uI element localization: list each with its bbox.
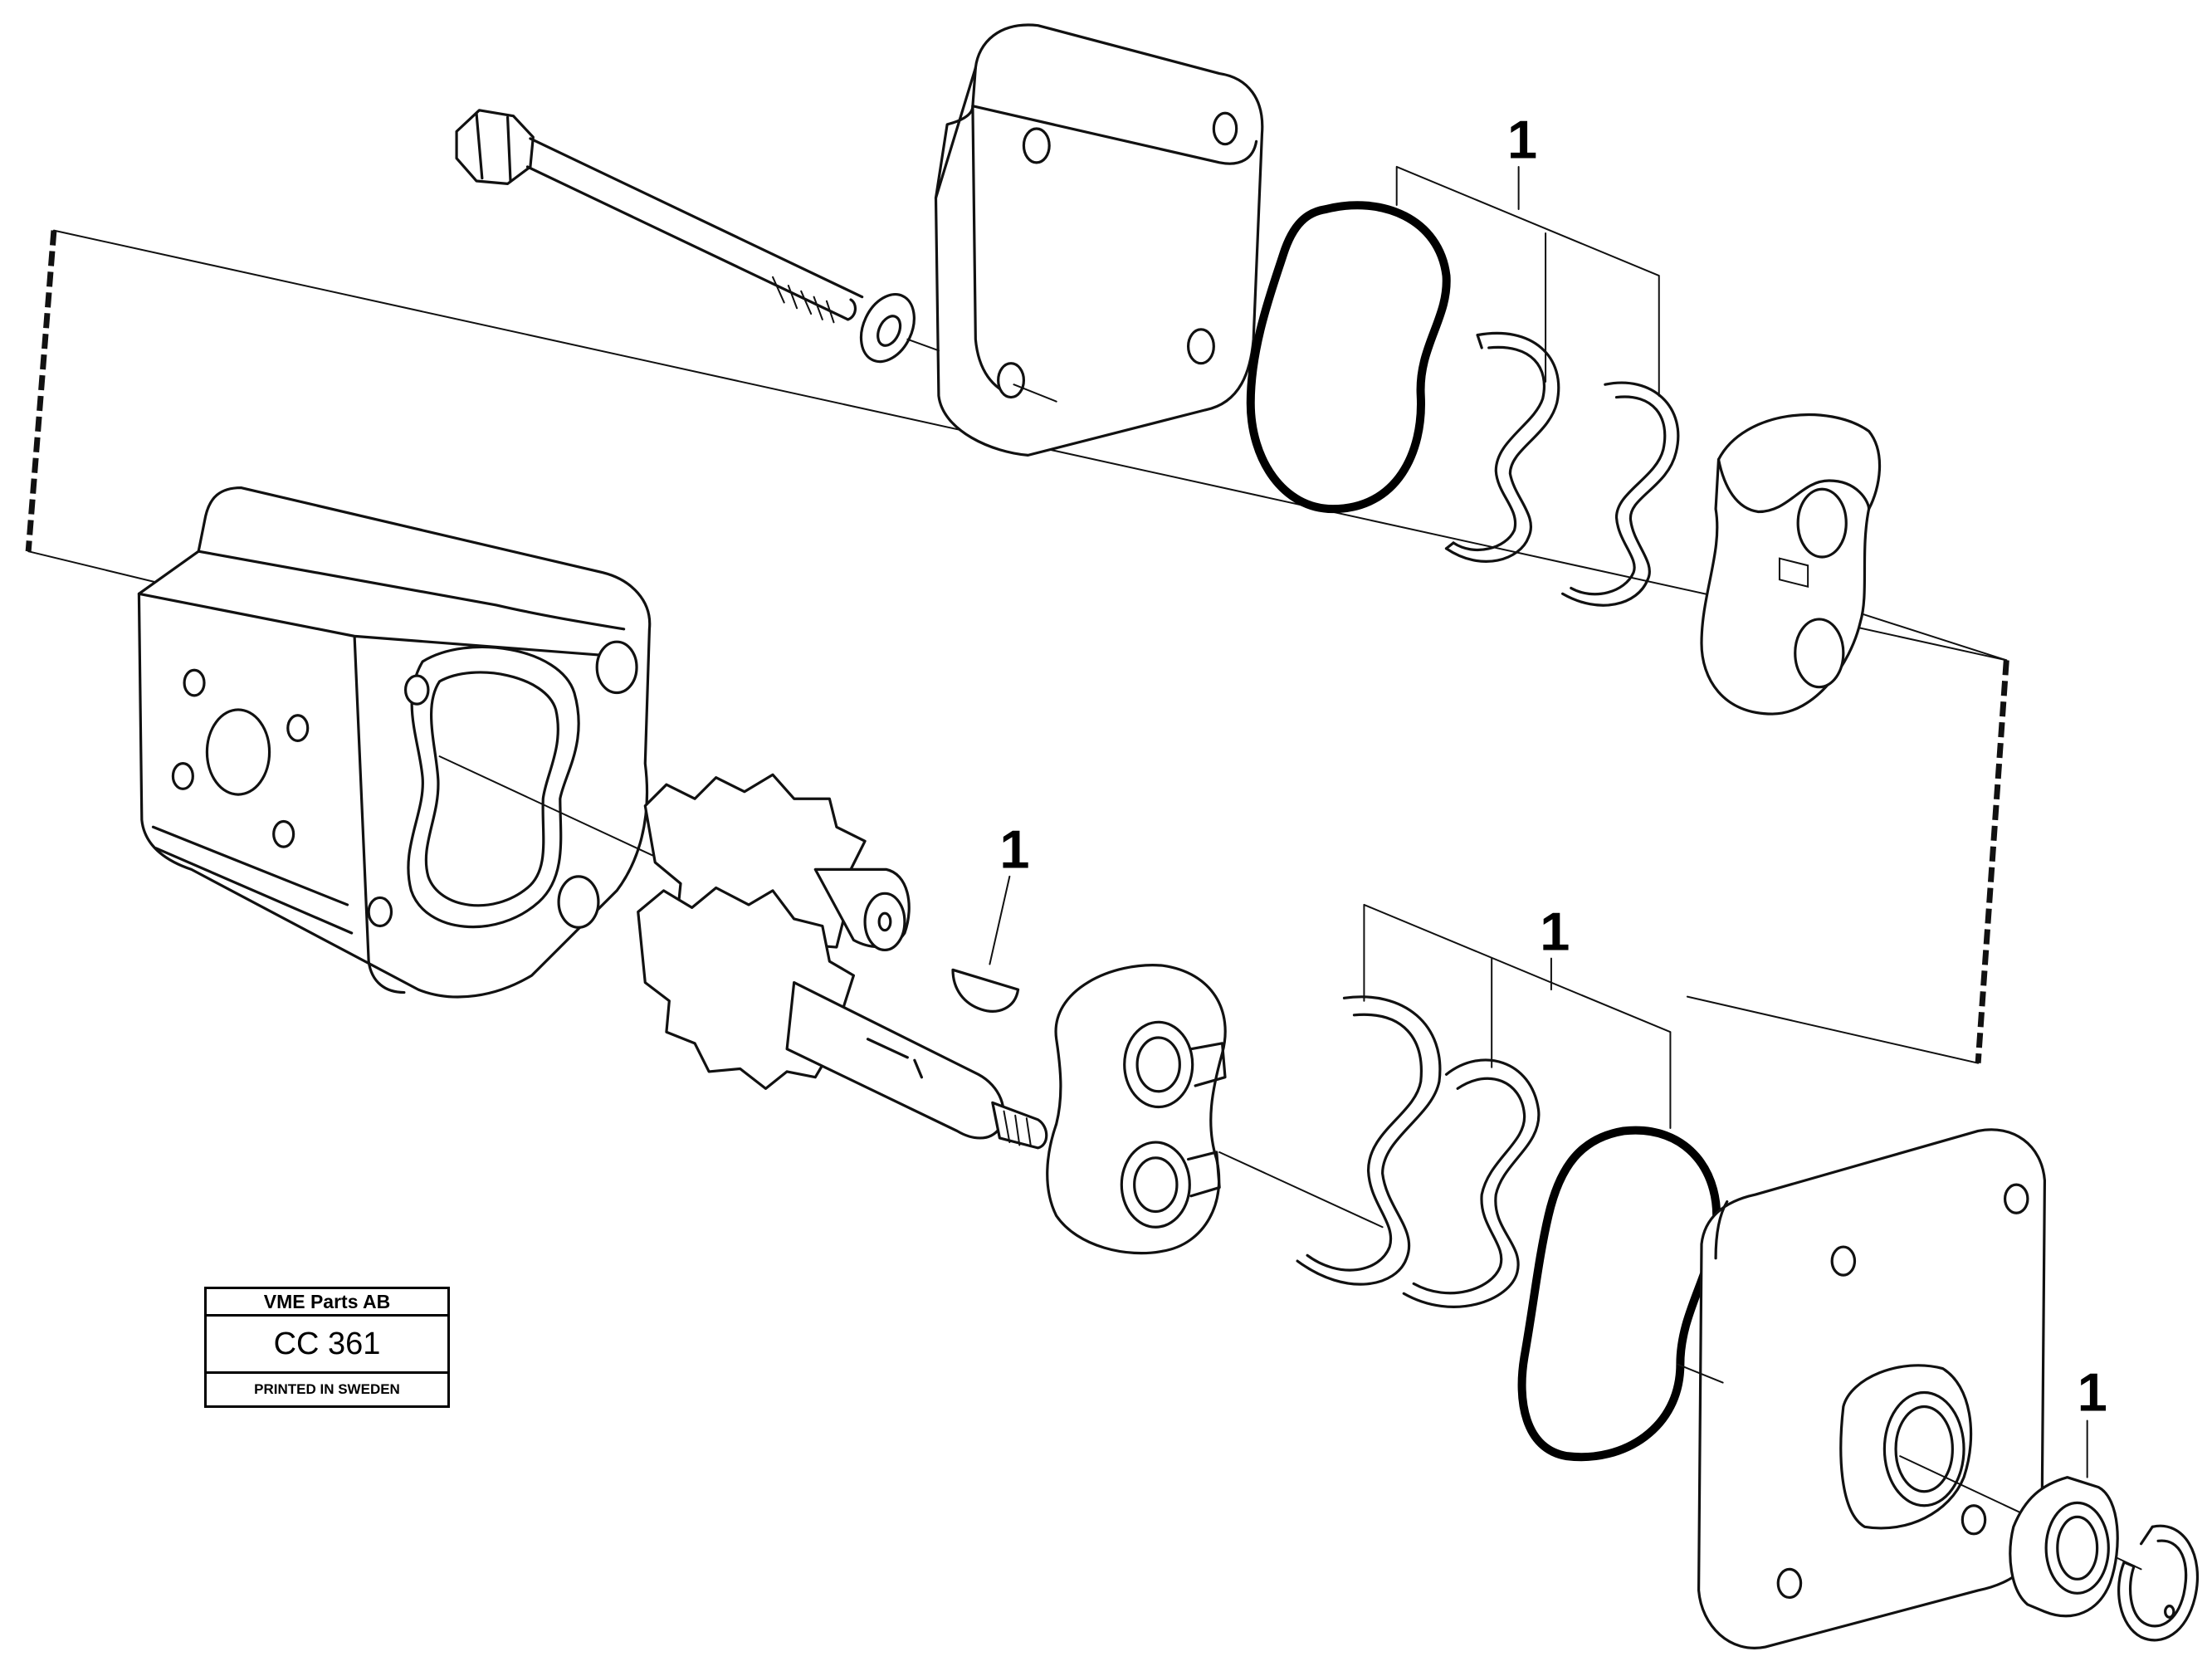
callout-label: 1 <box>1507 110 1537 170</box>
backup-ring-icon <box>1447 333 1678 605</box>
bearing-block-icon <box>1702 415 1880 715</box>
title-stamp: VME Parts AB CC 361 PRINTED IN SWEDEN <box>204 1287 450 1408</box>
callout-label: 1 <box>999 819 1029 880</box>
key-callout: 1 <box>989 819 1029 965</box>
callout-label: 1 <box>1540 901 1570 962</box>
stamp-company: VME Parts AB <box>207 1289 447 1317</box>
bolt-icon <box>457 110 862 322</box>
washer-icon <box>851 286 925 370</box>
woodruff-key-icon <box>953 970 1018 1011</box>
callout-label: 1 <box>2078 1362 2107 1423</box>
bearing-block-icon <box>1047 965 1383 1253</box>
seal-kit-callout-bottom: 1 <box>1364 901 1670 1128</box>
pump-housing-icon <box>139 488 652 997</box>
backup-ring-icon <box>1297 997 1539 1307</box>
o-ring-icon <box>1522 1131 1717 1458</box>
shaft-seal-callout: 1 <box>2078 1362 2107 1478</box>
driven-gear-icon <box>638 888 1047 1148</box>
front-cover-icon <box>1677 1130 2141 1649</box>
seal-kit-callout-top: 1 <box>1397 110 1659 396</box>
rear-cover-icon <box>907 25 1262 455</box>
shaft-seal-icon <box>2010 1478 2117 1616</box>
stamp-code: CC 361 <box>207 1317 447 1374</box>
stamp-printed: PRINTED IN SWEDEN <box>254 1381 400 1397</box>
o-ring-icon <box>1251 205 1447 509</box>
circlip-icon <box>2119 1526 2198 1640</box>
